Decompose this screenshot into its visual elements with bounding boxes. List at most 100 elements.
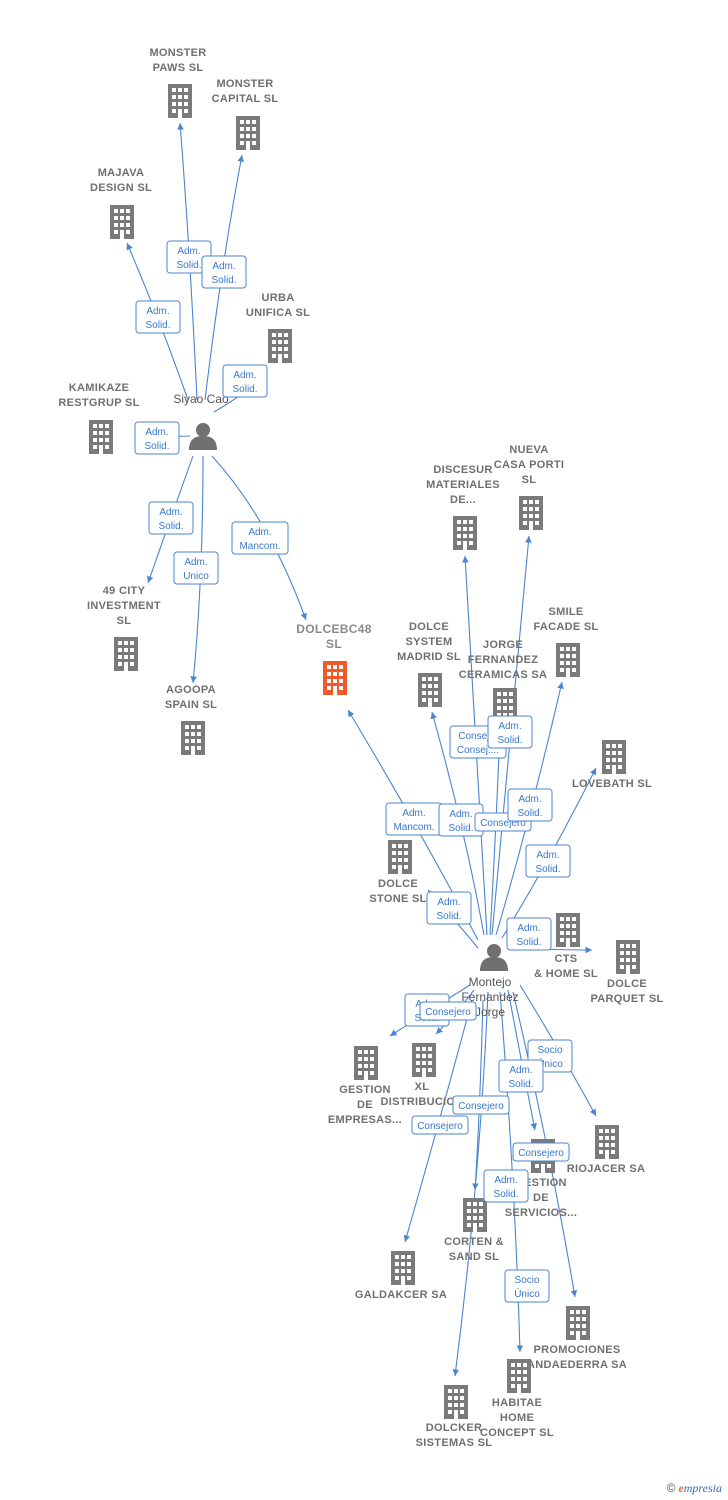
relation-label-text: Solid.: [508, 1079, 533, 1090]
relation-label-lovebath[interactable]: Adm.Solid.: [525, 844, 571, 878]
brand-initial: e: [678, 1481, 684, 1495]
relation-label-text: Solid.: [158, 521, 183, 532]
relation-label-promociones[interactable]: Consejero: [512, 1142, 570, 1162]
company-name-line: AGOOPA: [166, 684, 216, 696]
company-name-line: MADRID SL: [397, 651, 461, 663]
company-name-line: INVESTMENT: [87, 600, 161, 612]
company-node-cts_home[interactable]: CTS& HOME SL: [534, 913, 598, 980]
company-node-city49[interactable]: 49 CITY INVESTMENT SL: [87, 585, 161, 671]
company-node-dolcker[interactable]: DOLCKER SISTEMAS SL: [416, 1385, 493, 1449]
company-name-line: 49 CITY: [103, 585, 146, 597]
company-name-line: RESTGRUP SL: [58, 397, 139, 409]
company-name-line: CASA PORTI: [494, 459, 564, 471]
company-node-gestion_emp[interactable]: GESTIONDEEMPRESAS...: [328, 1046, 402, 1126]
building-icon: [602, 740, 626, 774]
empresia-watermark[interactable]: ©empresia: [667, 1481, 722, 1496]
company-node-agoopa[interactable]: AGOOPA SPAIN SL: [165, 684, 217, 755]
person-node-siyao[interactable]: Siyao Cao: [173, 392, 229, 450]
person-name-line: Siyao Cao: [173, 392, 229, 406]
relation-label-kamikaze[interactable]: Adm.Solid.: [134, 421, 180, 455]
relation-label-smile[interactable]: Adm.Solid.: [507, 788, 553, 822]
building-icon: [595, 1125, 619, 1159]
company-name-line: DE...: [450, 494, 476, 506]
relation-label-dolce_system[interactable]: Adm.Solid.: [438, 803, 484, 837]
company-node-corten[interactable]: CORTEN &SAND SL: [444, 1198, 504, 1263]
company-node-galdakcer[interactable]: GALDAKCER SA: [355, 1251, 447, 1301]
relation-label-dolcebc48[interactable]: Adm.Mancom.: [385, 802, 443, 836]
company-name-line: SYSTEM: [405, 636, 452, 648]
relation-label-text: Socio: [537, 1045, 562, 1056]
relation-label-text: Solid.: [497, 735, 522, 746]
relation-label-galdakcer[interactable]: Consejero: [411, 1115, 469, 1135]
relation-label-dolce_stone[interactable]: Adm.Solid.: [426, 891, 472, 925]
company-name-line: JORGE: [483, 639, 523, 651]
company-name-line: PAWS SL: [153, 62, 204, 74]
relation-label-majava[interactable]: Adm.Solid.: [135, 300, 181, 334]
relation-label-monster_capital[interactable]: Adm.Solid.: [201, 255, 247, 289]
building-icon: [89, 420, 113, 454]
company-name-line: SL: [117, 615, 132, 627]
relation-label-nueva_casa[interactable]: Adm.Solid.: [487, 715, 533, 749]
relation-label-text: Adm.: [449, 809, 472, 820]
brand-name: mpresia: [683, 1481, 722, 1495]
company-name-line: CTS: [555, 953, 578, 965]
company-name-line: DISCESUR: [433, 464, 492, 476]
company-node-lovebath[interactable]: LOVEBATH SL: [572, 740, 652, 790]
company-name-line: DESIGN SL: [90, 182, 152, 194]
building-icon: [444, 1385, 468, 1419]
person-name-line: Fernandez: [461, 990, 518, 1004]
relation-label-text: Solid.: [232, 384, 257, 395]
company-name-line: SPAIN SL: [165, 699, 217, 711]
relation-label-dolcker[interactable]: Adm.Solid.: [483, 1169, 529, 1203]
relation-label-gestion_serv[interactable]: Adm. Solid.: [498, 1059, 544, 1093]
relation-label-text: Adm.: [509, 1065, 532, 1076]
relation-label-city49[interactable]: Adm.Solid.: [148, 501, 194, 535]
copyright-icon: ©: [666, 1481, 676, 1495]
company-name-line: HOME: [500, 1412, 534, 1424]
relation-label-text: Solid.: [535, 864, 560, 875]
building-icon: [268, 329, 292, 363]
relation-label-corten[interactable]: Consejero: [452, 1095, 510, 1115]
relation-label-agoopa[interactable]: Adm.Unico: [173, 551, 219, 585]
company-node-riojacer[interactable]: RIOJACER SA: [567, 1125, 645, 1175]
relation-label-text: Adm.: [517, 923, 540, 934]
company-name-line: LOVEBATH SL: [572, 778, 652, 790]
company-name-line: MATERIALES: [426, 479, 500, 491]
company-name-line: CERAMICAS SA: [459, 669, 548, 681]
edge-montejo-to-dolcker: [452, 991, 489, 1377]
person-name-line: Jorge: [475, 1005, 505, 1019]
company-node-discesur[interactable]: DISCESUR MATERIALES DE...: [426, 464, 500, 550]
relation-label-xl_dist[interactable]: Consejero: [419, 1001, 477, 1021]
relation-label-text: Solid.: [436, 911, 461, 922]
person-name-line: Montejo: [469, 975, 512, 989]
person-icon: [480, 944, 508, 971]
company-name-line: DOLCKER: [426, 1422, 483, 1434]
company-name-line: CAPITAL SL: [212, 93, 279, 105]
relation-label-dolcebc48[interactable]: Adm.Mancom.: [231, 521, 289, 555]
relation-label-urba[interactable]: Adm.Solid.: [222, 364, 268, 398]
company-name-line: SISTEMAS SL: [416, 1437, 493, 1449]
building-icon: [110, 205, 134, 239]
company-name-line: STONE SL: [369, 893, 426, 905]
relation-label-cts_home[interactable]: Adm.Solid.: [506, 917, 552, 951]
relation-label-text: Adm.: [177, 246, 200, 257]
company-name-line: DOLCEBC48: [296, 622, 371, 636]
